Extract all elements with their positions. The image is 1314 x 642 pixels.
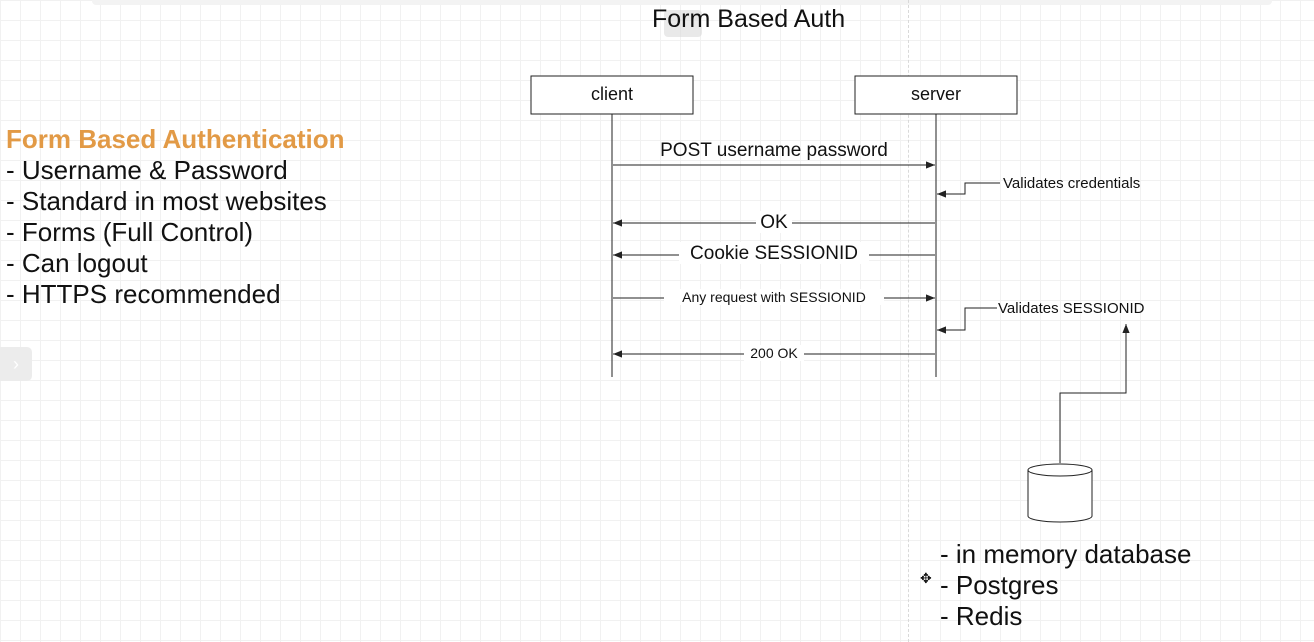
database-connector[interactable]	[1059, 324, 1130, 463]
message-post[interactable]: POST username password	[613, 140, 935, 169]
message-any-request[interactable]: Any request with SESSIONID	[613, 289, 935, 305]
client-actor[interactable]: client	[530, 75, 694, 115]
title-selection-chip[interactable]	[664, 10, 702, 37]
message-post-label: POST username password	[660, 140, 888, 161]
left-item-https: - HTTPS recommended	[6, 279, 281, 309]
server-actor[interactable]: server	[854, 75, 1018, 115]
note-validates-sessionid-label: Validates SESSIONID	[998, 300, 1145, 317]
left-text-block[interactable]: Form Based Authentication - Username & P…	[6, 124, 345, 310]
message-cookie[interactable]: Cookie SESSIONID	[613, 242, 935, 264]
message-any-request-label: Any request with SESSIONID	[682, 289, 866, 305]
message-200-ok-label: 200 OK	[750, 345, 798, 361]
sidebar-expand-button[interactable]: ›	[0, 347, 32, 381]
top-toolbar-strip	[92, 0, 1272, 5]
left-item-forms: - Forms (Full Control)	[6, 217, 254, 247]
left-item-username-password: - Username & Password	[6, 155, 288, 185]
note-validates-credentials[interactable]: Validates credentials	[937, 175, 1140, 198]
note-validates-sessionid[interactable]: Validates SESSIONID	[937, 300, 1145, 334]
db-item-postgres: - Postgres	[940, 570, 1059, 600]
message-cookie-label: Cookie SESSIONID	[690, 243, 858, 264]
message-200-ok[interactable]: 200 OK	[613, 345, 935, 361]
message-ok[interactable]: OK	[613, 211, 935, 233]
move-cursor-icon: ✥	[920, 570, 932, 586]
chevron-right-icon: ›	[13, 354, 19, 374]
db-item-in-memory: - in memory database	[940, 539, 1192, 569]
diagram-title[interactable]: Form Based Auth	[652, 5, 846, 33]
database-options-list[interactable]: - in memory database - Postgres - Redis	[940, 539, 1191, 632]
server-label: server	[911, 84, 961, 104]
db-item-redis: - Redis	[940, 601, 1023, 631]
database-cylinder-icon[interactable]	[1027, 463, 1093, 523]
left-item-standard: - Standard in most websites	[6, 186, 327, 216]
client-label: client	[591, 84, 633, 104]
left-heading: Form Based Authentication	[6, 124, 345, 154]
note-validates-credentials-label: Validates credentials	[1003, 175, 1140, 192]
alignment-guide	[908, 0, 909, 642]
left-item-logout: - Can logout	[6, 248, 148, 278]
message-ok-label: OK	[760, 212, 788, 233]
